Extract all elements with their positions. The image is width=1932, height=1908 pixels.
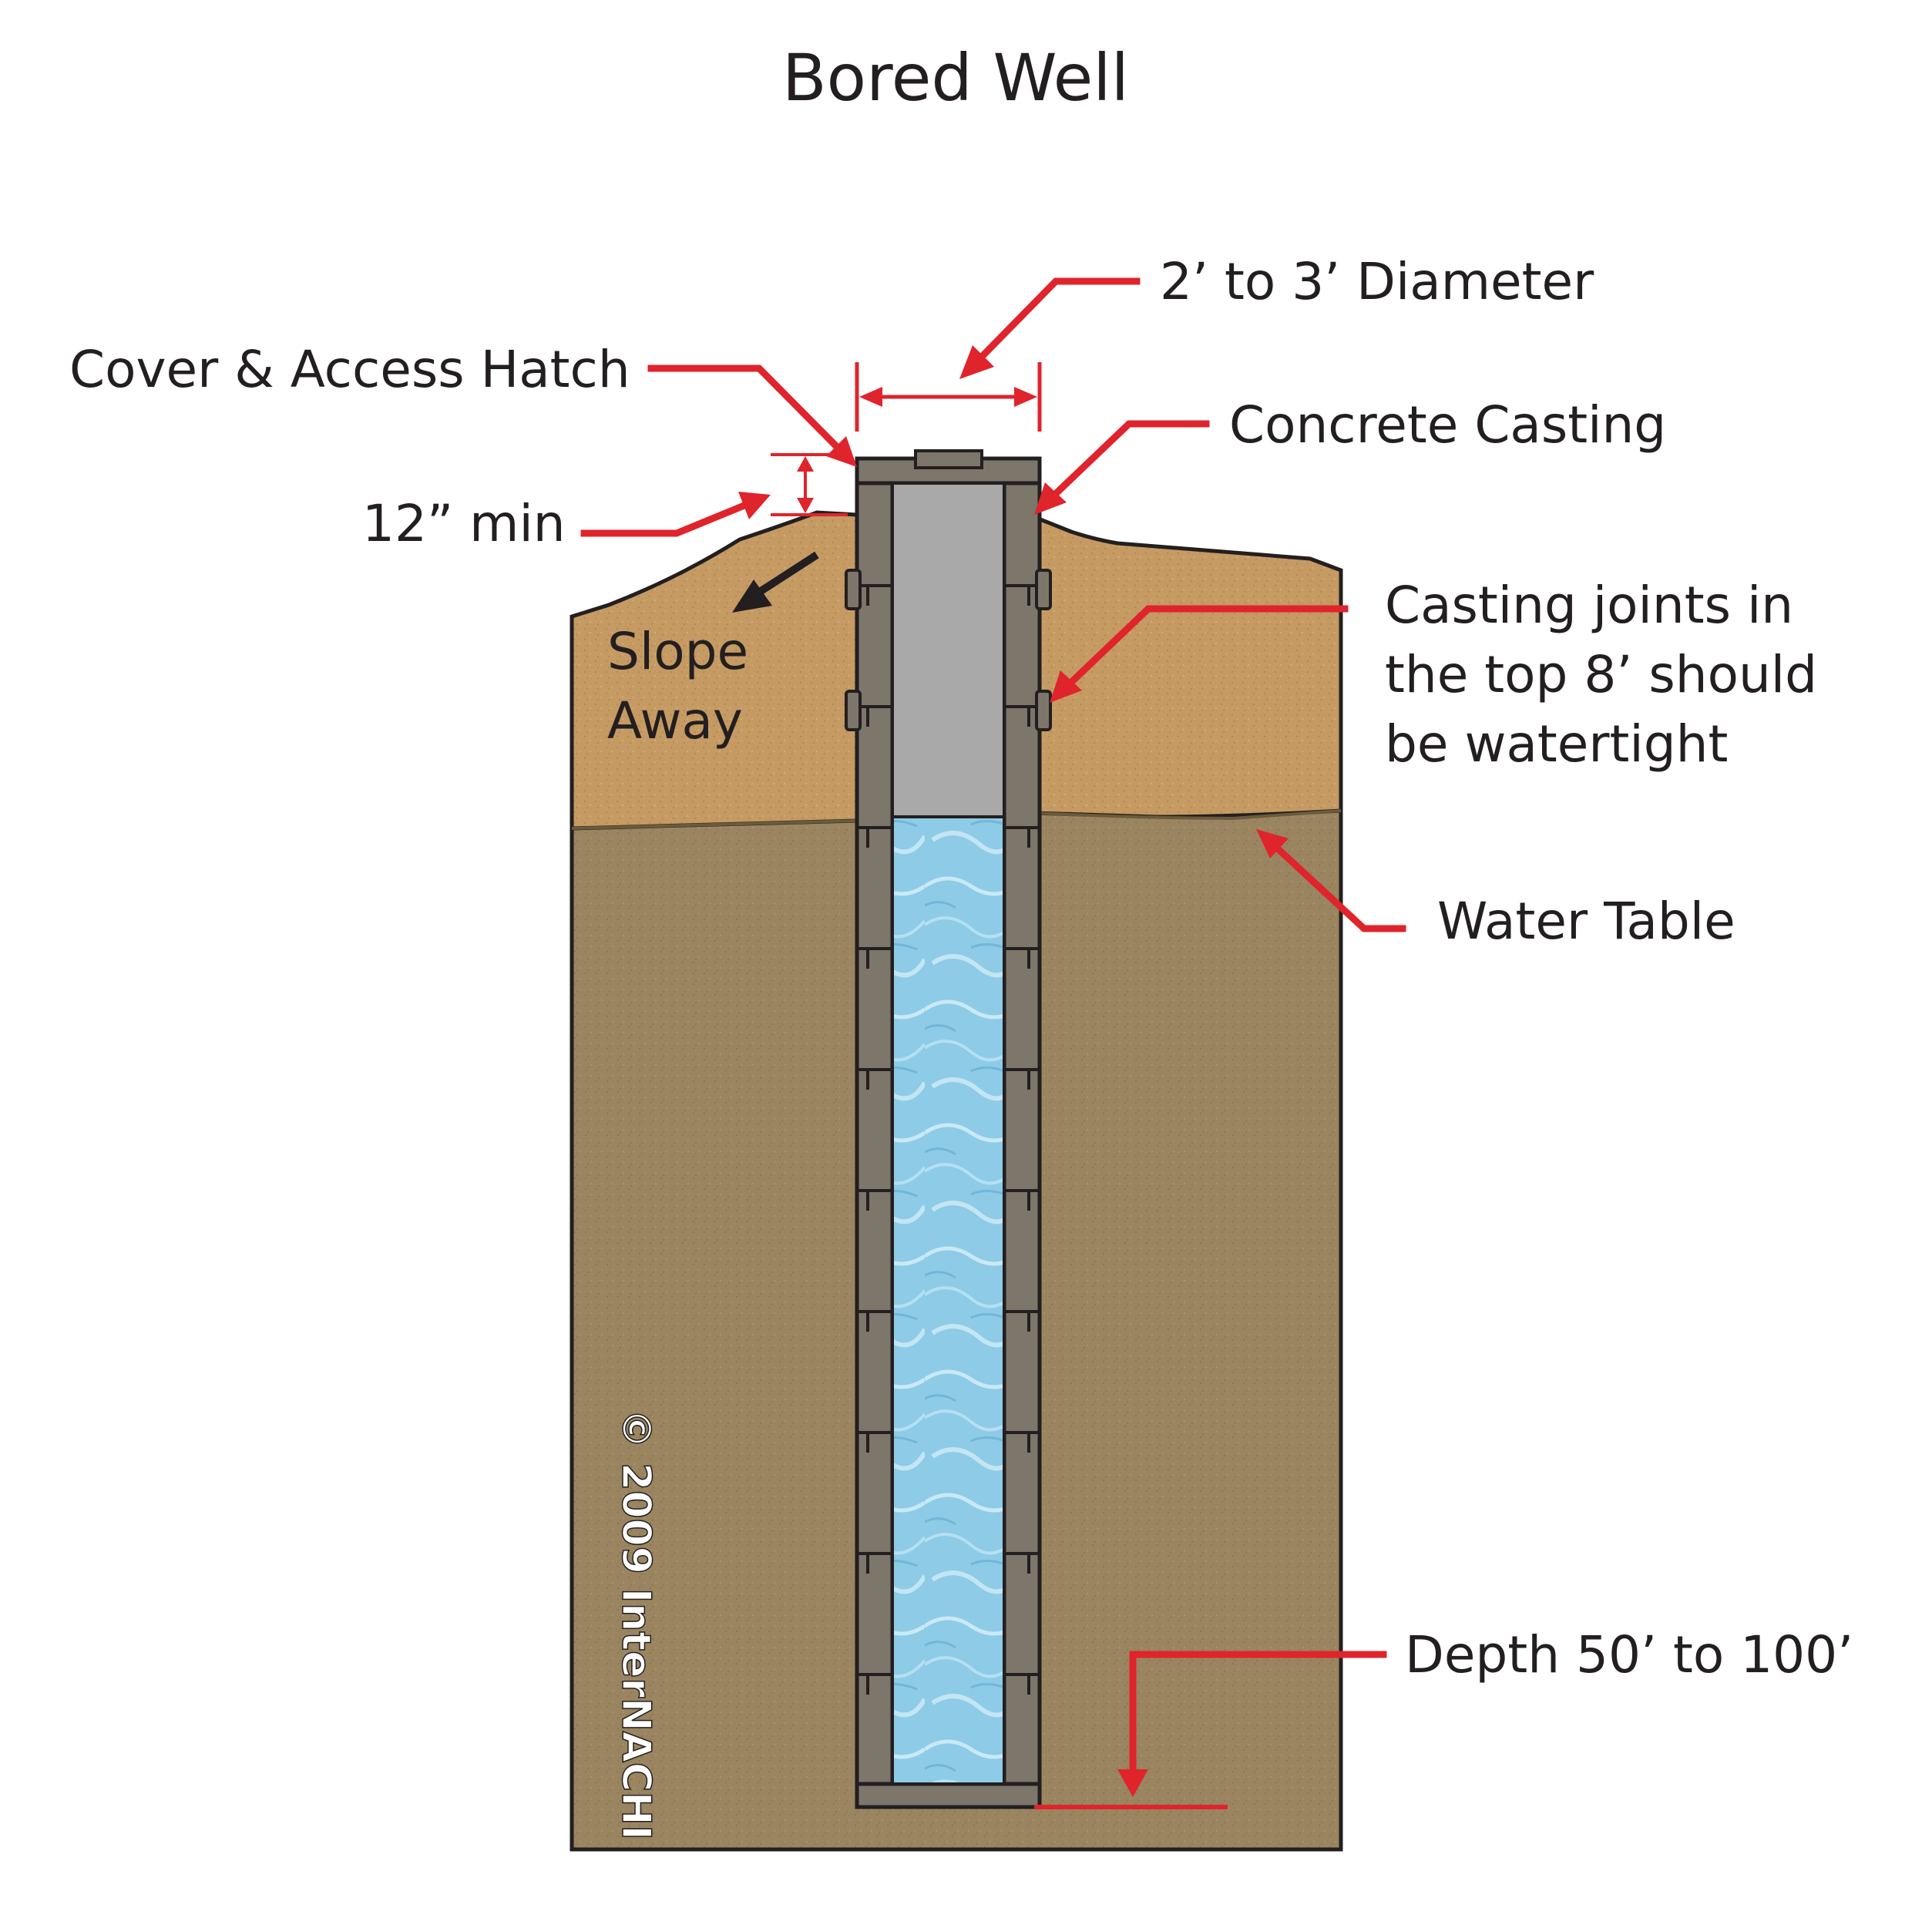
label-joints-line2: the top 8’ should: [1385, 645, 1817, 704]
label-water-table: Water Table: [1437, 892, 1735, 951]
label-concrete: Concrete Casting: [1229, 395, 1666, 455]
leader-diameter: [969, 277, 1141, 369]
joint-collar-left-2: [845, 690, 862, 731]
casting-joints: [857, 584, 1040, 1695]
label-slope-line2: Away: [607, 691, 743, 751]
label-cover: Cover & Access Hatch: [69, 340, 630, 399]
well-air-space: [891, 482, 1006, 818]
well-water: [891, 815, 1006, 1785]
concrete-casing-right: [1002, 460, 1042, 1809]
access-hatch: [914, 449, 983, 469]
leader-water-table: [1265, 836, 1406, 932]
label-slope-line1: Slope: [607, 622, 748, 681]
diameter-dimension: [855, 362, 1042, 432]
label-min-height: 12” min: [362, 494, 566, 553]
label-diameter: 2’ to 3’ Diameter: [1160, 252, 1594, 311]
leader-lines: [580, 277, 1406, 1809]
casing-bottom: [855, 1782, 1042, 1809]
label-joints-line3: be watertight: [1385, 714, 1728, 774]
leader-joints: [1058, 605, 1349, 695]
leader-cover: [647, 364, 852, 462]
joint-collar-right-2: [1035, 690, 1052, 731]
joint-collar-right-1: [1035, 569, 1052, 610]
min-height-dimension: [771, 453, 848, 516]
water-table-line: [571, 809, 1342, 830]
label-depth: Depth 50’ to 100’: [1405, 1625, 1853, 1685]
leader-concrete: [1041, 420, 1210, 508]
leader-min-height: [580, 500, 751, 537]
concrete-casing-left: [855, 460, 895, 1809]
copyright-text: © 2009 InterNACHI: [613, 1409, 659, 1840]
leader-arrowheads: [738, 345, 1289, 1797]
joint-collar-left-1: [845, 569, 862, 610]
slope-away-arrow: [732, 551, 819, 613]
diagram-title: Bored Well: [782, 40, 1129, 116]
label-joints-line1: Casting joints in: [1385, 576, 1793, 635]
leader-depth: [1129, 1651, 1387, 1776]
